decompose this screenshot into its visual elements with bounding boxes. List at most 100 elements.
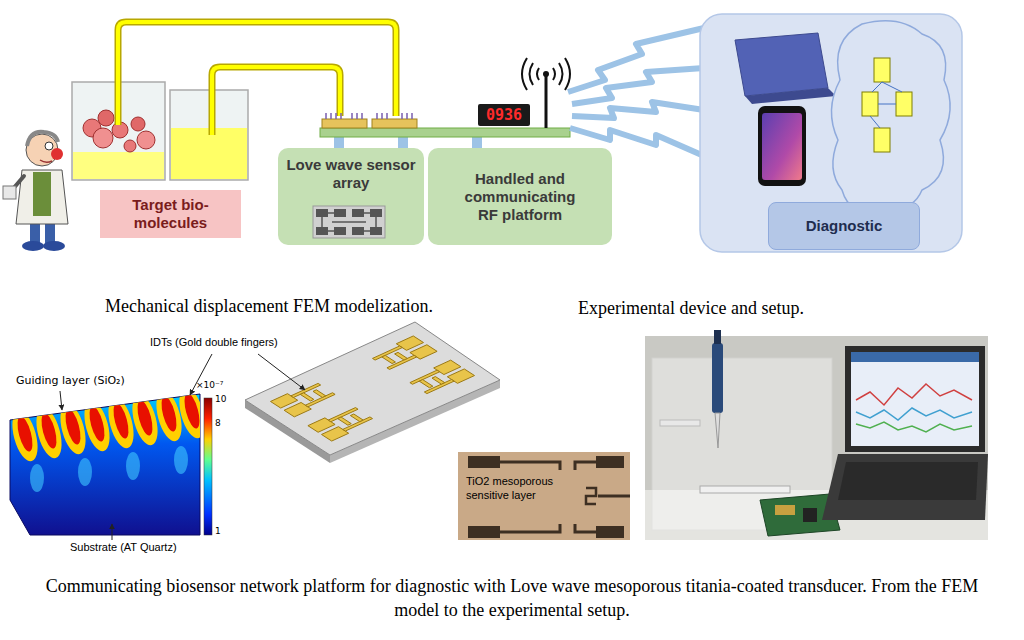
chip-photo-part <box>598 495 630 498</box>
chip-icon-part <box>316 227 328 235</box>
beaker-part <box>93 128 113 148</box>
chip-icon-part <box>352 209 364 217</box>
chip-icon-part <box>316 209 328 217</box>
setup-photo-part <box>700 486 790 493</box>
setup-photo-part <box>851 352 979 446</box>
fem-model-part-part <box>174 446 188 474</box>
fem-model-part-part <box>126 452 140 480</box>
rf-board-part <box>320 128 570 137</box>
rf-board-part <box>372 119 417 128</box>
caption-layer: Communicating biosensor network platform… <box>0 574 1024 622</box>
chip-model-part-part-part <box>419 380 433 388</box>
diagnostic-panel-part <box>831 21 950 211</box>
scientist-figure-part <box>43 241 65 251</box>
fem-model-part-part <box>56 401 91 457</box>
leader-line-part <box>112 524 113 540</box>
diagnostic-panel-part <box>870 82 902 128</box>
chip-photo-part <box>468 526 500 538</box>
setup-photo-part <box>856 422 972 432</box>
beaker <box>72 82 248 180</box>
scientist-figure-part <box>27 132 58 146</box>
chip-model-part <box>245 322 500 455</box>
chip-photo <box>458 452 630 540</box>
scale-label: 10 <box>215 394 226 404</box>
chip-photo-part <box>458 452 630 540</box>
diagnostic-panel-part <box>700 14 962 252</box>
fem-model-part-part <box>87 405 108 443</box>
scientist-figure-part <box>22 241 44 251</box>
section-heading: Experimental device and setup. <box>578 298 804 319</box>
chip-model-part-part-part <box>338 417 352 425</box>
chip-photo-part <box>596 526 624 538</box>
digital-display: 0936 <box>478 104 530 126</box>
chip-model-part-part-part <box>313 390 326 398</box>
fem-model-part-part <box>135 399 156 437</box>
beaker-part <box>124 140 136 152</box>
diagnostic-panel <box>700 14 962 252</box>
diagnostic-panel-part <box>762 113 802 180</box>
chip-photo-part <box>586 488 596 504</box>
scientist-figure-part <box>40 160 52 162</box>
rf-board-part <box>322 119 367 128</box>
diagnostic-panel-part <box>758 106 806 186</box>
rf-board-part <box>522 58 570 90</box>
fem-model-part-part <box>182 392 203 430</box>
box-text-group: Target bio-molecules <box>106 196 235 232</box>
scale-label: ×10⁻⁷ <box>196 380 223 390</box>
rf-board-part <box>478 104 530 126</box>
fluid-tube-part <box>212 67 340 135</box>
chip-icon-part <box>322 213 376 231</box>
beaker-part <box>73 152 164 179</box>
scale-label: 8 <box>215 418 221 428</box>
fem-model-part-part <box>39 412 60 450</box>
diagnostic-panel-part <box>745 88 836 104</box>
box-text: Love wave sensor array <box>283 156 419 192</box>
fem-model-part-part <box>111 402 132 440</box>
fluid-tube <box>118 22 396 135</box>
chip-icon-part <box>370 209 382 217</box>
chip-icon-part <box>334 227 346 235</box>
scientist-figure-part <box>3 186 16 199</box>
process-box: Love wave sensor array <box>278 148 424 245</box>
fem-model-part-part <box>15 415 36 453</box>
setup-photo-part <box>822 454 988 520</box>
part-label: TiO2 mesoporous sensitive layer <box>466 474 558 502</box>
fem-model-part-part <box>63 408 84 446</box>
scientist-figure-part <box>51 148 63 160</box>
chip-model-part-part <box>271 336 475 441</box>
beaker-part <box>131 117 145 131</box>
fem-model-part-part <box>78 458 92 486</box>
figure-caption: Communicating biosensor network platform… <box>29 574 995 622</box>
setup-photo-part <box>714 330 721 344</box>
scientist-figure <box>3 132 68 251</box>
rf-board-part <box>545 76 548 128</box>
wireless-link-part <box>572 68 704 104</box>
fem-model <box>8 385 212 535</box>
process-box: Diagnostic <box>768 202 920 250</box>
fluid-tube-part <box>118 22 396 125</box>
setup-photo-part <box>712 343 723 413</box>
chip-icon <box>312 205 386 239</box>
box-text: Diagnostic <box>806 217 883 235</box>
diagnostic-panel-part <box>896 92 912 116</box>
fluid-tube-part <box>212 67 340 135</box>
beaker-part <box>137 131 155 149</box>
chip-photo-part <box>596 456 624 468</box>
setup-photo-part <box>775 505 795 515</box>
diagnostic-panel-part <box>874 58 890 82</box>
setup-photo-part <box>851 352 979 362</box>
part-label: Substrate (AT Quartz) <box>70 541 177 553</box>
setup-photo-part <box>660 420 700 426</box>
scientist-figure-part <box>45 142 53 150</box>
wireless-link-part <box>572 102 704 118</box>
fem-model-part-part <box>152 388 187 444</box>
scientist-figure-part <box>33 172 51 216</box>
setup-photo <box>645 330 988 540</box>
chip-model <box>245 322 500 463</box>
box-text-group: Diagnostic <box>806 217 883 235</box>
leader-line-part <box>60 391 62 410</box>
setup-photo-part <box>856 408 972 420</box>
leader-line-part <box>258 354 305 390</box>
